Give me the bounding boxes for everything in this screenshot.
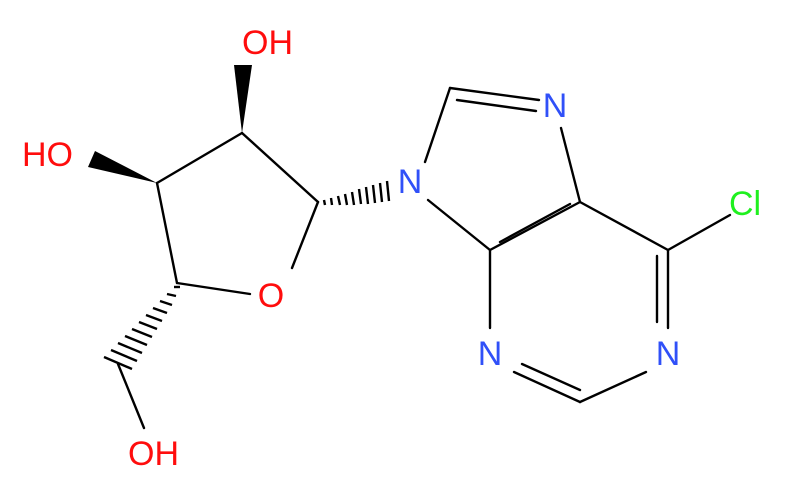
- bond-c5-oh: [116, 362, 146, 430]
- bond-c4-o: [175, 281, 252, 296]
- bond-c6-cl: [666, 213, 732, 252]
- atom-ring-oxygen: O: [258, 277, 284, 315]
- bond-c3-c2: [155, 131, 244, 185]
- atom-n1: N: [656, 335, 681, 373]
- pyrimidine-ring-bonds: [488, 200, 732, 404]
- hash-c4-c5: [103, 285, 180, 371]
- hash-c1-n9: [322, 180, 391, 206]
- bond-n9-c8: [423, 86, 452, 164]
- atom-oh-top: OH: [242, 24, 293, 62]
- atom-n3: N: [478, 335, 503, 373]
- imidazole-ring-bonds: [423, 86, 582, 252]
- bond-n9-c4: [426, 198, 492, 252]
- bond-c5-c6: [578, 200, 670, 252]
- atom-n9: N: [398, 163, 423, 201]
- atom-oh-left: HO: [22, 136, 73, 174]
- bond-c4-c5-inner: [498, 202, 572, 244]
- bond-c2-n3-inner: [520, 362, 582, 392]
- bond-n1-c2: [578, 370, 648, 404]
- bond-c8-n7-inner: [455, 98, 538, 113]
- atom-n7: N: [543, 87, 568, 125]
- atom-oh-bottom: OH: [128, 435, 179, 473]
- bond-c4-c5: [488, 200, 582, 252]
- wedge-c2-oh: [234, 65, 252, 133]
- wedge-c3-oh: [88, 151, 157, 183]
- bond-c8-n7: [448, 86, 541, 102]
- bond-o-c1: [290, 200, 320, 270]
- bond-n7-c5: [559, 126, 582, 204]
- bond-c3-c4: [155, 181, 179, 285]
- atom-chlorine: Cl: [729, 185, 761, 223]
- bond-c2-c1: [240, 131, 320, 204]
- bond-c2-n3: [512, 370, 582, 404]
- ribose-ring-bonds: [155, 131, 320, 296]
